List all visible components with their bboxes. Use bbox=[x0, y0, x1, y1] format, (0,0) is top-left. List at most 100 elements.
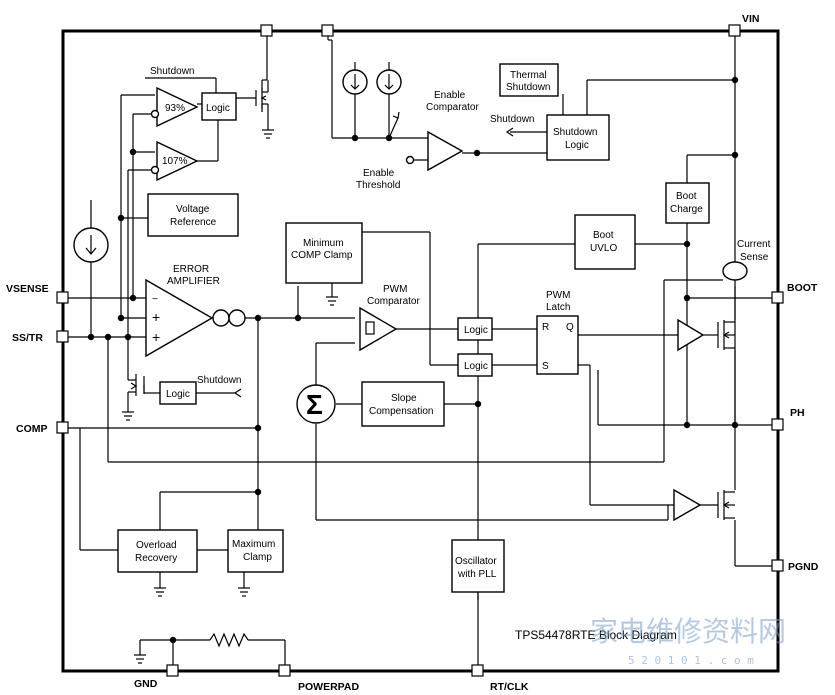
pin-powerpad bbox=[278, 664, 291, 677]
current-sense-label-1: Current bbox=[737, 239, 771, 250]
pin-label-ss-tr: SS/TR bbox=[12, 332, 43, 344]
pin-label-rt-clk: RT/CLK bbox=[490, 681, 529, 693]
overload-recovery-block bbox=[117, 529, 198, 573]
shutdown-mosfet-icon bbox=[255, 80, 269, 112]
thermal-shutdown-block bbox=[499, 63, 559, 97]
min-comp-clamp-label-1: Minimum bbox=[303, 238, 344, 249]
oscillator-label-2: with PLL bbox=[457, 569, 497, 580]
pin-label-gnd: GND bbox=[134, 678, 158, 690]
error-amplifier-icon bbox=[145, 278, 214, 358]
current-sense-label-2: Sense bbox=[740, 252, 769, 263]
pin-pgnd bbox=[771, 559, 784, 572]
slope-compensation-label-2: Compensation bbox=[369, 406, 433, 417]
pin-label-pgnd: PGND bbox=[788, 561, 819, 573]
ss-logic-block bbox=[159, 381, 197, 405]
pin-label-boot: BOOT bbox=[787, 282, 818, 294]
voltage-reference-label-2: Reference bbox=[170, 217, 217, 228]
logic-block-top-label: Logic bbox=[206, 103, 230, 114]
shutdown-label-ss: Shutdown bbox=[197, 375, 241, 386]
maximum-clamp-label-1: Maximum bbox=[232, 539, 275, 550]
pwm-latch-label-2: Latch bbox=[546, 302, 570, 313]
pin-rt-clk bbox=[471, 664, 484, 677]
thermal-shutdown-label-1: Thermal bbox=[510, 70, 547, 81]
pwm-comparator-label-1: PWM bbox=[383, 284, 407, 295]
overload-recovery-label-1: Overload bbox=[136, 540, 177, 551]
enable-comparator-label-2: Comparator bbox=[426, 102, 479, 113]
pin-vsense bbox=[56, 291, 69, 304]
pwm-logic-block-1 bbox=[457, 317, 493, 341]
slope-compensation-block bbox=[361, 381, 445, 427]
voltage-reference-label-1: Voltage bbox=[176, 204, 210, 215]
boot-charge-block bbox=[665, 182, 710, 224]
pwm-latch-block bbox=[536, 315, 579, 375]
error-amplifier-label-1: ERROR bbox=[173, 264, 209, 275]
pwm-comparator-icon bbox=[359, 306, 398, 352]
pin-vin bbox=[728, 24, 741, 37]
pin-top-2 bbox=[321, 24, 334, 37]
shutdown-logic-block bbox=[546, 114, 610, 161]
pin-top-1 bbox=[260, 24, 273, 37]
oscillator-label-1: Oscillator bbox=[455, 556, 497, 567]
error-amplifier-label-2: AMPLIFIER bbox=[167, 276, 220, 287]
ss-logic-block-label: Logic bbox=[166, 389, 190, 400]
comparator-93-label: 93% bbox=[165, 103, 185, 114]
chip-outline bbox=[61, 29, 780, 673]
pin-labels: VIN VSENSE SS/TR COMP BOOT PH PGND GND P… bbox=[6, 13, 819, 693]
latch-q-label: Q bbox=[566, 322, 574, 333]
current-sense-icon bbox=[722, 261, 748, 281]
pin-label-vin: VIN bbox=[742, 13, 760, 25]
voltage-reference-block bbox=[147, 193, 239, 237]
comparator-107-icon bbox=[156, 140, 199, 182]
logic-block-top bbox=[201, 92, 237, 121]
maximum-clamp-label-2: Clamp bbox=[243, 552, 272, 563]
latch-s-label: S bbox=[542, 361, 549, 372]
boot-uvlo-label-1: Boot bbox=[593, 230, 614, 241]
boot-uvlo-block bbox=[574, 214, 636, 270]
pin-label-comp: COMP bbox=[16, 423, 48, 435]
shutdown-logic-label-1: Shutdown bbox=[553, 127, 597, 138]
enable-threshold-label-1: Enable bbox=[363, 168, 395, 179]
oscillator-block bbox=[451, 539, 505, 593]
pwm-comparator-label-2: Comparator bbox=[367, 296, 420, 307]
enable-comparator-icon bbox=[427, 130, 464, 172]
low-side-mosfet-icon bbox=[717, 490, 735, 520]
overload-recovery-label-2: Recovery bbox=[135, 553, 177, 564]
watermark-sub: 5 2 0 1 0 1 . c o m bbox=[628, 654, 754, 667]
slope-compensation-label-1: Slope bbox=[391, 393, 417, 404]
high-side-driver-icon bbox=[677, 318, 705, 352]
min-comp-clamp-block bbox=[285, 222, 363, 284]
watermark-main: 家电维修资料网 bbox=[590, 615, 786, 648]
pin-gnd bbox=[166, 664, 179, 677]
low-side-driver-icon bbox=[673, 488, 702, 522]
ground-symbols bbox=[122, 129, 338, 664]
ea-plus-label-1: + bbox=[152, 309, 160, 325]
ea-minus-label: − bbox=[152, 294, 158, 305]
diagram-caption: TPS54478RTE Block Diagram bbox=[515, 628, 677, 642]
sigma-label: Σ bbox=[306, 389, 323, 420]
pin-label-ph: PH bbox=[790, 407, 805, 419]
shutdown-label-right: Shutdown bbox=[490, 114, 534, 125]
maximum-clamp-block bbox=[227, 529, 284, 573]
pwm-logic-block-1-label: Logic bbox=[464, 325, 488, 336]
min-comp-clamp-label-2: COMP Clamp bbox=[291, 250, 353, 261]
pwm-logic-block-2-label: Logic bbox=[464, 361, 488, 372]
arrows bbox=[233, 111, 514, 398]
comparator-93-icon bbox=[156, 86, 199, 128]
boot-charge-label-1: Boot bbox=[676, 191, 697, 202]
enable-comparator-label-1: Enable bbox=[434, 90, 466, 101]
wires bbox=[63, 31, 778, 671]
shutdown-label-top: Shutdown bbox=[150, 66, 194, 77]
latch-r-label: R bbox=[542, 322, 549, 333]
pin-label-vsense: VSENSE bbox=[6, 283, 49, 295]
boot-uvlo-label-2: UVLO bbox=[590, 243, 617, 254]
thermal-shutdown-label-2: Shutdown bbox=[506, 82, 550, 93]
pwm-latch-label-1: PWM bbox=[546, 290, 570, 301]
pin-ss-tr bbox=[56, 330, 69, 343]
junction-dots bbox=[87, 76, 739, 644]
sigma-summing-node bbox=[296, 384, 336, 424]
ss-discharge-mosfet-icon bbox=[128, 374, 145, 396]
ea-plus-label-2: + bbox=[152, 329, 160, 345]
pin-comp bbox=[56, 421, 69, 434]
comparator-107-label: 107% bbox=[162, 156, 188, 167]
